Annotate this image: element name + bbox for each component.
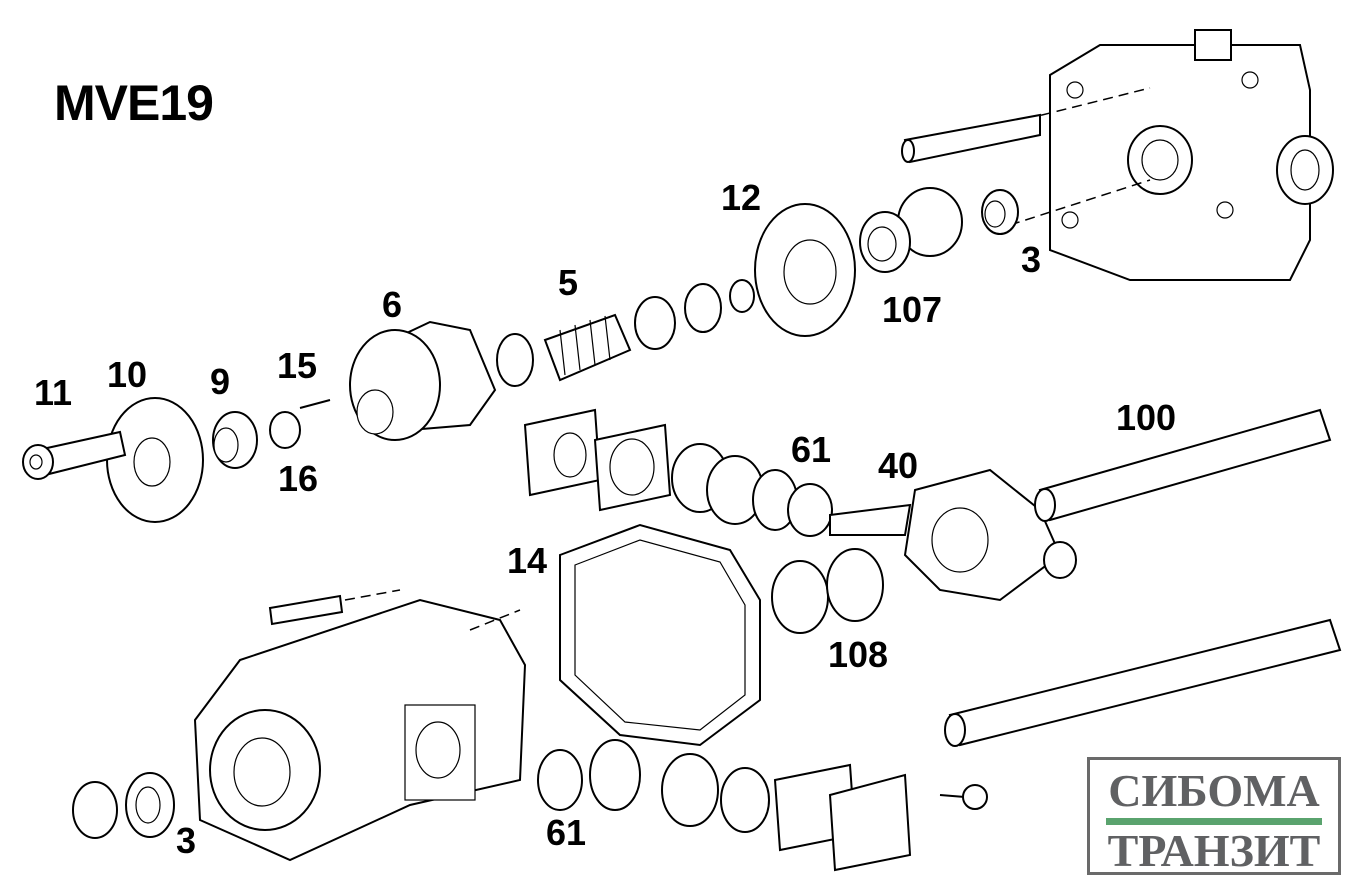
end-cover-housing xyxy=(1049,29,1334,281)
stud xyxy=(268,594,344,626)
bolt xyxy=(939,784,988,810)
plate-12 xyxy=(754,203,856,337)
retainer-plate-10 xyxy=(106,397,204,523)
diagram-title: MVE19 xyxy=(54,75,214,131)
part-label-9: 9 xyxy=(209,361,231,402)
main-housing xyxy=(193,598,527,862)
ball-guide-16 xyxy=(269,411,301,449)
gasket-14 xyxy=(559,523,761,747)
circlip xyxy=(72,781,118,839)
cylinder-block-6 xyxy=(349,320,497,441)
bearing-3-bottom xyxy=(125,772,175,838)
company-logo: СИБОМА ТРАНЗИТ xyxy=(1087,757,1341,876)
part-label-14: 14 xyxy=(506,540,548,581)
part-label-3-bottom: 3 xyxy=(175,820,197,861)
bearing-3-top xyxy=(981,189,1019,235)
pin-15 xyxy=(299,399,331,409)
shaft-lower xyxy=(944,618,1342,747)
logo-line-1: СИБОМА xyxy=(1108,765,1320,816)
part-label-10: 10 xyxy=(106,354,148,395)
bearing-108 xyxy=(771,548,884,634)
cover-plates xyxy=(773,763,912,872)
part-label-61-bottom: 61 xyxy=(545,812,587,853)
gasket-plates xyxy=(523,408,672,512)
part-label-16: 16 xyxy=(277,458,319,499)
spring-5 xyxy=(543,313,632,382)
piston-11 xyxy=(22,430,127,480)
logo-accent-bar xyxy=(1106,818,1322,825)
pin xyxy=(901,113,1041,164)
part-label-12: 12 xyxy=(720,177,762,218)
part-label-61-mid: 61 xyxy=(790,429,832,470)
ring xyxy=(496,333,534,387)
guide-9 xyxy=(212,411,258,469)
part-label-3-top: 3 xyxy=(1020,239,1042,280)
bearings-mid xyxy=(671,443,833,537)
part-label-11: 11 xyxy=(33,372,73,413)
shaft-100 xyxy=(1034,408,1332,522)
part-label-15: 15 xyxy=(276,345,318,386)
swashplate-40 xyxy=(829,468,1077,602)
logo-line-2: ТРАНЗИТ xyxy=(1107,825,1321,876)
part-label-100: 100 xyxy=(1115,397,1177,438)
bearing-107 xyxy=(859,187,963,273)
part-label-5: 5 xyxy=(557,262,579,303)
rings xyxy=(634,279,755,350)
bearings-bottom xyxy=(537,739,770,833)
part-label-107: 107 xyxy=(881,289,943,330)
part-label-108: 108 xyxy=(827,634,889,675)
part-label-6: 6 xyxy=(381,284,403,325)
part-label-40: 40 xyxy=(877,445,919,486)
